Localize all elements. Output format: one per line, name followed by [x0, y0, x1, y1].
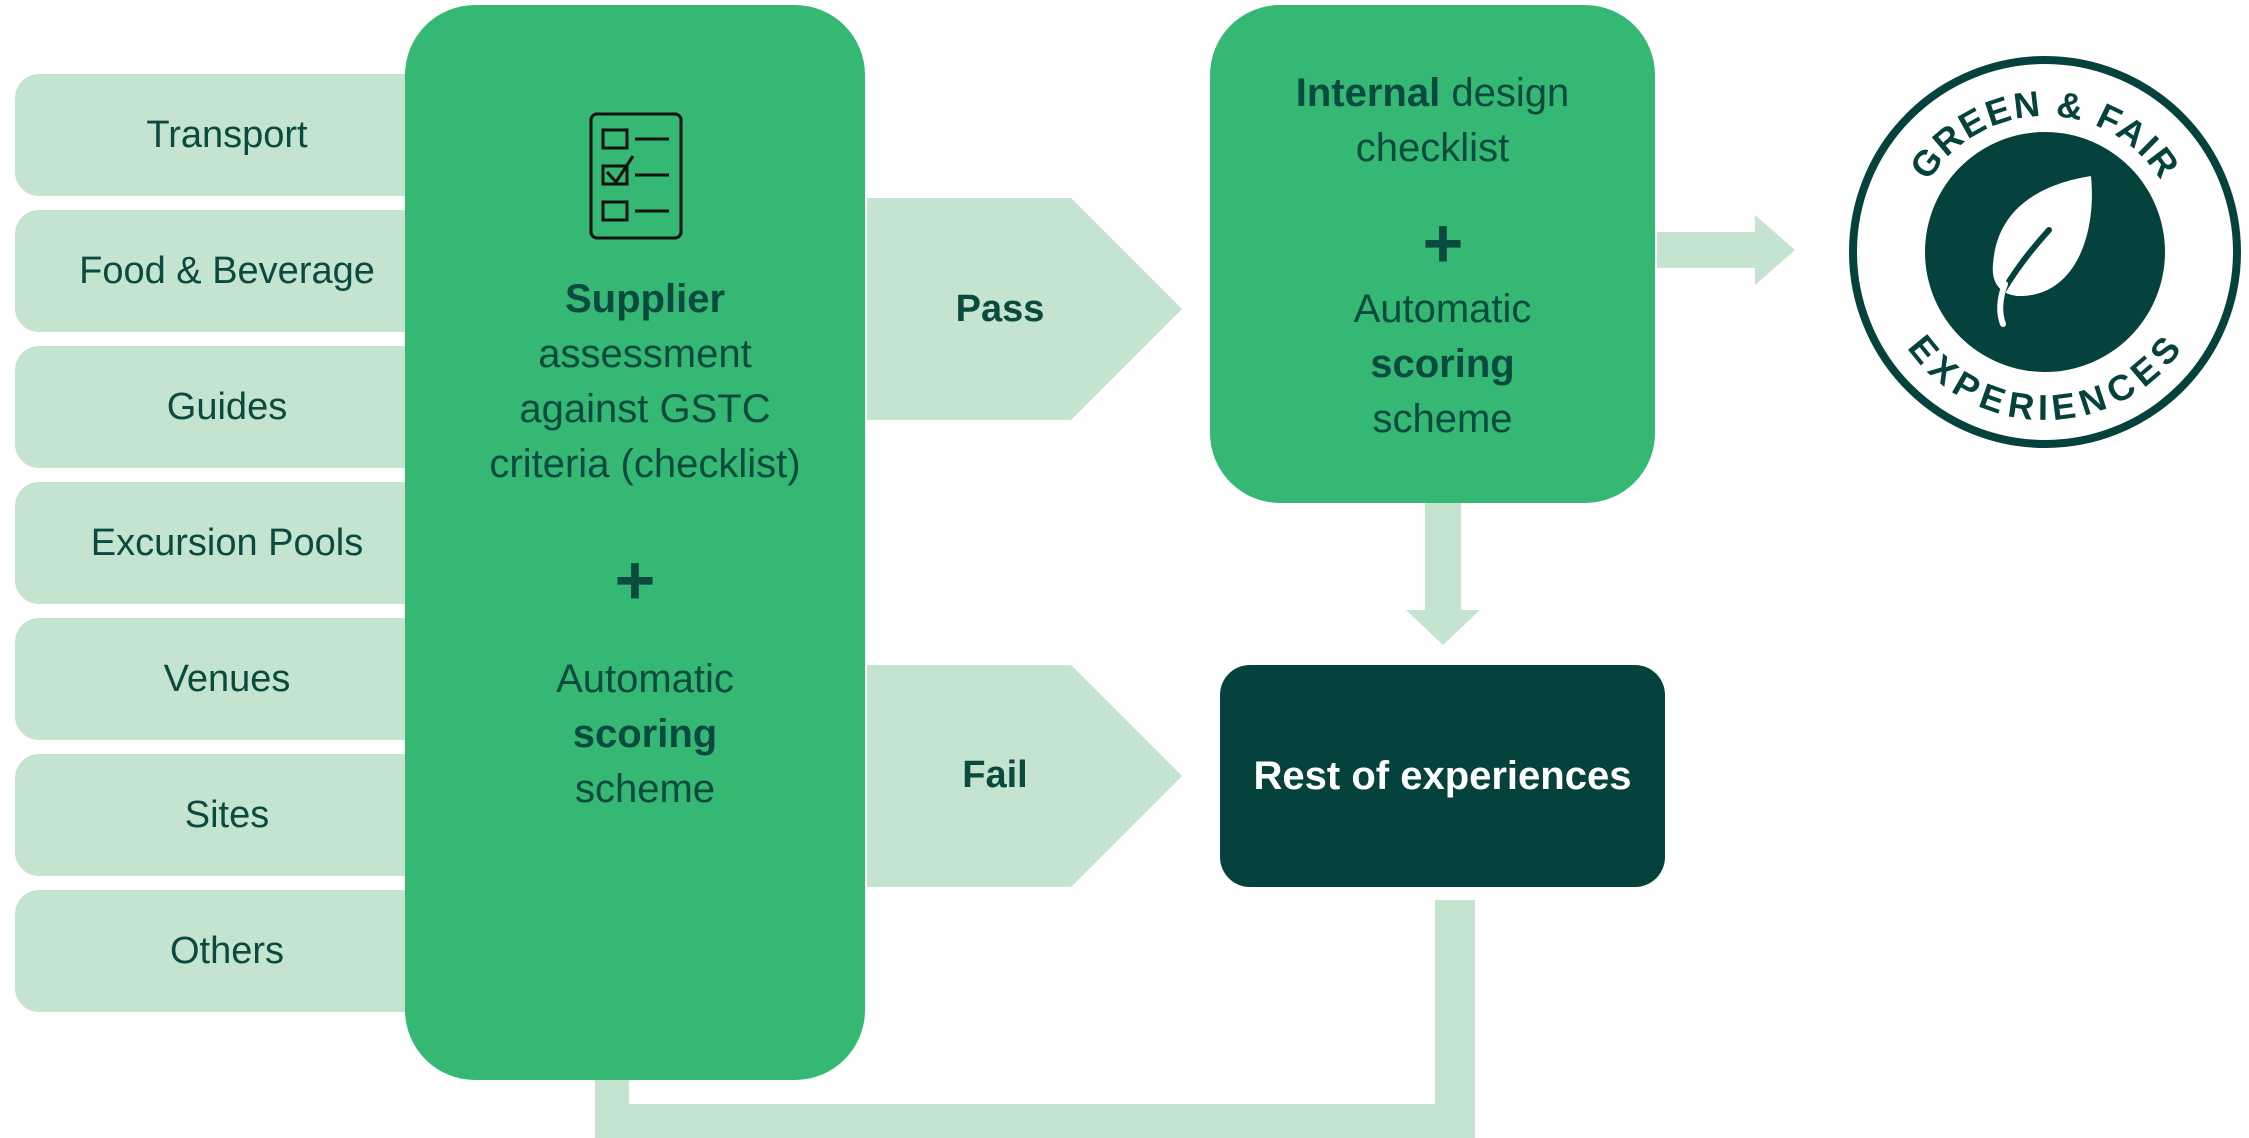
internal-design-box: [1210, 5, 1655, 503]
category-sites: Sites: [15, 754, 439, 876]
plus-sign: +: [614, 541, 656, 619]
internal-to-badge-arrow: [1657, 215, 1795, 285]
scoring-line: Automatic: [556, 657, 734, 701]
internal-design-text: Internal design checklist: [1230, 66, 1635, 176]
internal-rest: design: [1451, 71, 1570, 115]
category-transport: Transport: [15, 74, 439, 196]
scoring-line: scheme: [1372, 397, 1513, 441]
scoring-bold: scoring: [1370, 342, 1515, 386]
category-others: Others: [15, 890, 439, 1012]
internal-to-rest-arrow: [1406, 500, 1480, 645]
pass-arrow-shape: [867, 198, 1182, 420]
supplier-line: against GSTC: [519, 387, 771, 431]
category-label: Food & Beverage: [79, 249, 375, 292]
category-guides: Guides: [15, 346, 439, 468]
scoring-line: Automatic: [1353, 287, 1532, 331]
scoring-line: scheme: [574, 767, 716, 811]
category-label: Excursion Pools: [90, 521, 364, 564]
category-venues: Venues: [15, 618, 439, 740]
pass-arrow: [867, 198, 1182, 420]
supplier-assessment-text: Supplier assessment against GSTC criteri…: [445, 272, 845, 492]
scoring-bold: scoring: [572, 712, 718, 756]
supplier-assessment-box: [405, 5, 865, 1080]
internal-title-line: Internal design: [1230, 66, 1635, 121]
supplier-scoring-text: Automatic scoring scheme: [445, 652, 845, 817]
category-label: Sites: [184, 793, 270, 836]
rest-label: Rest of experiences: [1253, 753, 1632, 798]
rest-of-experiences-box: Rest of experiences: [1220, 665, 1665, 887]
supplier-line: assessment: [538, 332, 752, 376]
fail-arrow: [867, 665, 1182, 887]
supplier-title: Supplier: [564, 277, 726, 321]
category-label: Others: [169, 929, 285, 972]
supplier-line: criteria (checklist): [489, 442, 801, 486]
leaf-icon: [1992, 176, 2092, 327]
pass-label: Pass: [955, 288, 1045, 330]
internal-scoring-text: Automatic scoring scheme: [1240, 282, 1645, 447]
plus-sign: +: [1422, 204, 1464, 282]
green-fair-badge: GREEN & FAIR EXPERIENCES: [1849, 56, 2241, 448]
category-label: Guides: [166, 385, 288, 428]
category-food-beverage: Food & Beverage: [15, 210, 439, 332]
fail-arrow-shape: [867, 665, 1182, 887]
feedback-loop-shape: [578, 900, 1475, 1138]
internal-line: checklist: [1355, 126, 1510, 170]
checklist-icon: [589, 112, 683, 240]
fail-label: Fail: [962, 754, 1028, 796]
category-label: Venues: [163, 657, 291, 700]
category-excursion-pools: Excursion Pools: [15, 482, 439, 604]
category-label: Transport: [146, 113, 308, 156]
internal-bold: Internal: [1295, 71, 1441, 115]
